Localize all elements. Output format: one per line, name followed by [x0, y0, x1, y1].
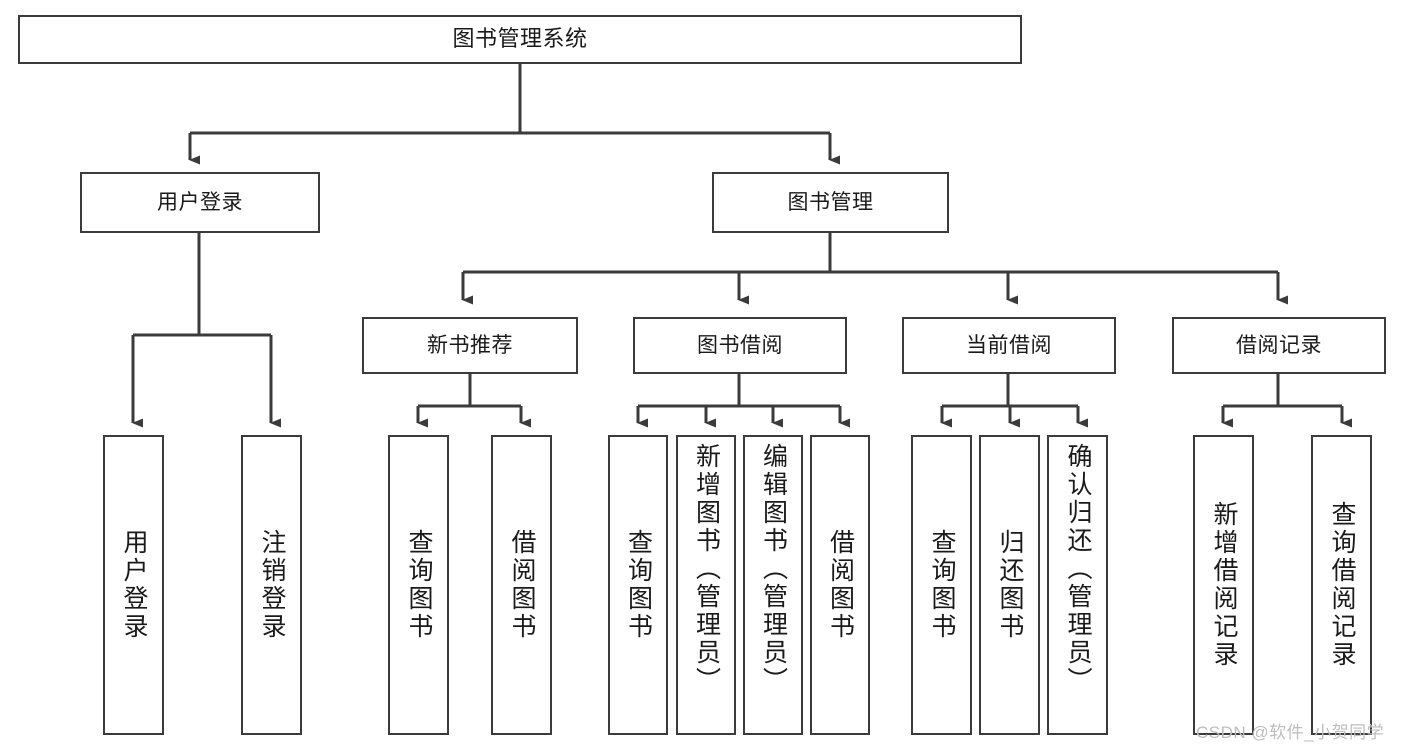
node-user-login[interactable]: 用户登录 [80, 172, 320, 233]
leaf-record-query-record[interactable]: 查询借阅记录 [1311, 435, 1372, 735]
node-label: 用户登录 [120, 529, 148, 641]
node-book-borrow[interactable]: 图书借阅 [633, 317, 847, 374]
leaf-current-return-book[interactable]: 归还图书 [979, 435, 1040, 735]
leaf-borrow-add-book-admin[interactable]: 新增图书（管理员） [676, 435, 736, 735]
node-root-system[interactable]: 图书管理系统 [18, 15, 1022, 64]
node-label: 新增借阅记录 [1210, 501, 1238, 669]
node-label: 借阅记录 [1236, 333, 1322, 357]
node-borrow-record[interactable]: 借阅记录 [1172, 317, 1386, 374]
node-label: 图书借阅 [697, 333, 783, 357]
node-label: 当前借阅 [966, 333, 1052, 357]
node-label: 借阅图书 [826, 529, 855, 641]
leaf-borrow-borrow-book[interactable]: 借阅图书 [810, 435, 870, 735]
leaf-record-add-record[interactable]: 新增借阅记录 [1193, 435, 1254, 735]
node-label: 查询借阅记录 [1328, 501, 1356, 669]
leaf-user-login-login[interactable]: 用户登录 [103, 435, 164, 735]
leaf-recommend-borrow-book[interactable]: 借阅图书 [491, 435, 552, 735]
leaf-current-query-book[interactable]: 查询图书 [911, 435, 972, 735]
leaf-user-login-logout[interactable]: 注销登录 [241, 435, 302, 735]
node-label: 图书管理系统 [452, 26, 588, 52]
node-label: 查询图书 [928, 529, 956, 641]
node-label: 查询图书 [405, 529, 433, 641]
node-current-borrow[interactable]: 当前借阅 [902, 317, 1116, 374]
node-label: 用户登录 [157, 190, 243, 214]
node-label: 借阅图书 [508, 529, 536, 641]
node-label: 确认归还（管理员） [1064, 443, 1092, 695]
leaf-borrow-edit-book-admin[interactable]: 编辑图书（管理员） [743, 435, 803, 735]
node-label: 归还图书 [996, 529, 1024, 641]
node-label: 新增图书（管理员） [692, 443, 721, 695]
node-book-management[interactable]: 图书管理 [712, 172, 949, 233]
csdn-watermark: CSDN @软件_小贺同学 [1196, 723, 1385, 742]
node-label: 图书管理 [787, 190, 874, 214]
node-label: 编辑图书（管理员） [759, 443, 788, 695]
node-label: 注销登录 [258, 529, 286, 641]
leaf-borrow-query-book[interactable]: 查询图书 [608, 435, 668, 735]
node-label: 新书推荐 [427, 333, 513, 357]
leaf-recommend-query-book[interactable]: 查询图书 [388, 435, 449, 735]
node-label: 查询图书 [624, 529, 653, 641]
leaf-current-confirm-return-admin[interactable]: 确认归还（管理员） [1047, 435, 1108, 735]
node-new-book-recommend[interactable]: 新书推荐 [362, 317, 578, 374]
